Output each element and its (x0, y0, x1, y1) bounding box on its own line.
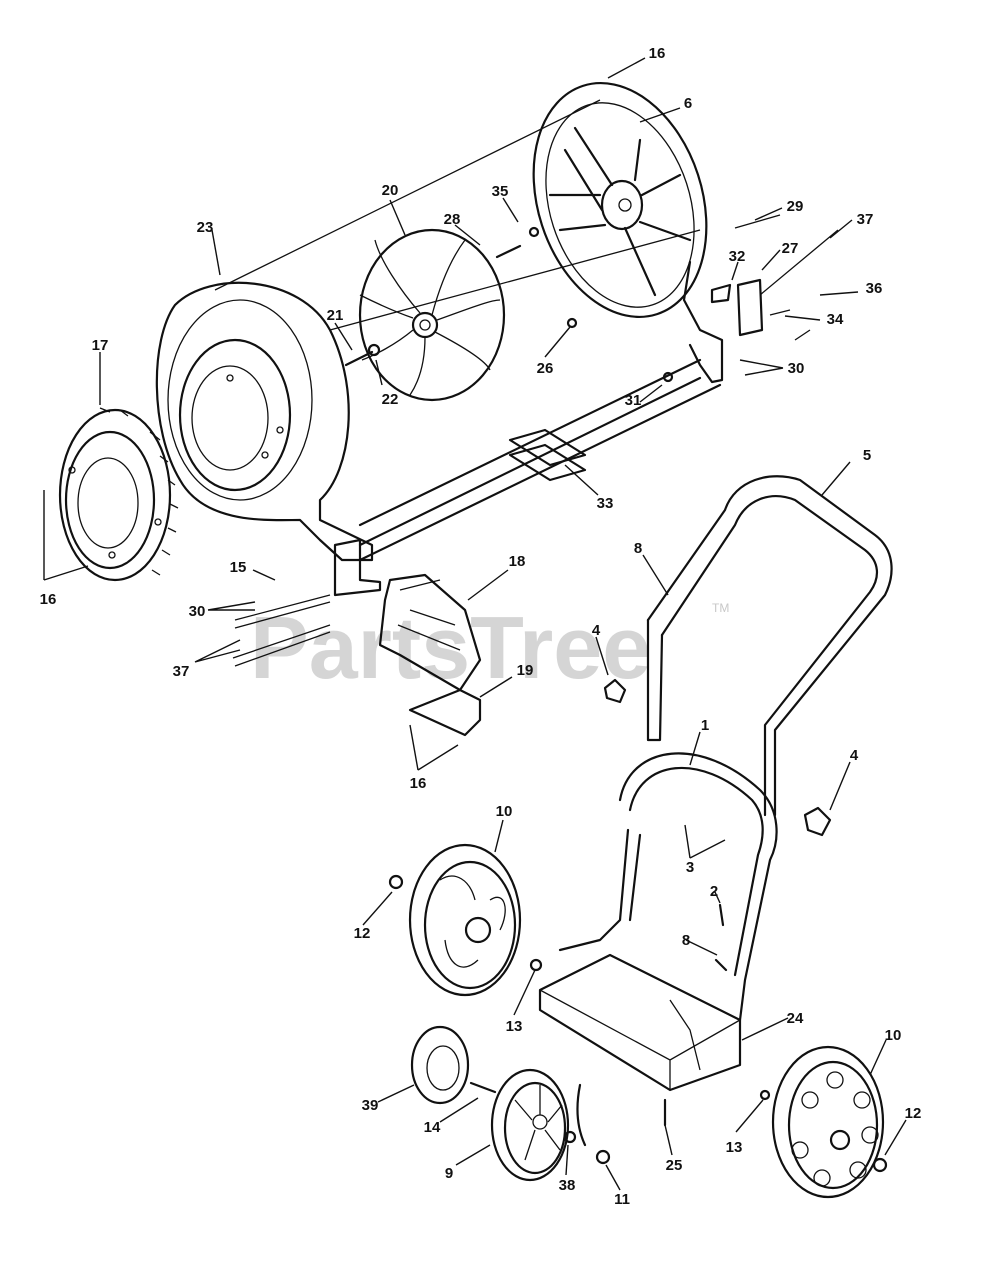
callout-31: 31 (625, 392, 642, 409)
callout-30-left: 30 (189, 603, 206, 620)
callout-12-right: 12 (905, 1105, 922, 1122)
callout-24: 24 (787, 1010, 804, 1027)
callout-14: 14 (424, 1119, 441, 1136)
callout-18: 18 (509, 553, 526, 570)
deflector-19 (408, 688, 482, 737)
wheel-10-left (408, 843, 522, 997)
callout-36: 36 (866, 280, 883, 297)
callout-22: 22 (382, 391, 399, 408)
callout-19: 19 (517, 662, 534, 679)
callout-35: 35 (492, 183, 509, 200)
callout-5: 5 (863, 447, 871, 464)
callout-10-left: 10 (496, 803, 513, 820)
callout-16-left: 16 (40, 591, 57, 608)
callout-4-right: 4 (850, 747, 859, 764)
watermark-trademark: TM (712, 601, 729, 615)
callout-13-left: 13 (506, 1018, 523, 1035)
callout-23: 23 (197, 219, 214, 236)
callout-16-bottom: 16 (410, 775, 427, 792)
bracket-27 (710, 229, 839, 337)
callout-29: 29 (787, 198, 804, 215)
callout-6: 6 (684, 95, 692, 112)
bracket-33 (508, 428, 587, 482)
callout-28: 28 (444, 211, 461, 228)
callout-15: 15 (230, 559, 247, 576)
callout-11: 11 (614, 1191, 630, 1208)
callout-30-right: 30 (788, 360, 805, 377)
wheel-9-front (490, 1068, 570, 1182)
callout-33: 33 (597, 495, 614, 512)
housing-23 (155, 99, 701, 562)
callout-4-left: 4 (592, 622, 601, 639)
discharge-chute-18 (378, 573, 482, 692)
callout-7: 8 (682, 932, 690, 949)
callout-13-right: 13 (726, 1139, 743, 1156)
callout-10-right: 10 (885, 1027, 902, 1044)
cover-17 (58, 407, 179, 582)
callout-37-right: 37 (857, 211, 874, 228)
callout-38: 38 (559, 1177, 576, 1194)
leader-lines (43, 57, 907, 1191)
callout-17: 17 (92, 337, 109, 354)
back-plate-6 (532, 81, 724, 384)
watermark-text: PartsTree (250, 598, 651, 697)
callout-labels: 16 6 20 35 28 23 29 37 32 27 36 34 30 31… (40, 45, 922, 1208)
lower-frame-1 (558, 752, 778, 1022)
callout-12-left: 12 (354, 925, 371, 942)
hubcap-39 (410, 1025, 470, 1105)
fan-impeller-20 (358, 228, 506, 402)
callout-3: 3 (686, 859, 694, 876)
callout-27: 27 (782, 240, 799, 257)
callout-1: 1 (701, 717, 709, 734)
callout-25: 25 (666, 1157, 683, 1174)
callout-16-top: 16 (649, 45, 666, 62)
callout-8: 8 (634, 540, 642, 557)
hardware-bits (232, 214, 888, 1173)
callout-20: 20 (382, 182, 399, 199)
upper-handle-5 (646, 475, 893, 817)
wheel-10-right (771, 1045, 885, 1199)
callout-37-left: 37 (173, 663, 190, 680)
callout-2: 2 (710, 883, 718, 900)
callout-26: 26 (537, 360, 554, 377)
deck-plate-24 (538, 953, 742, 1147)
callout-39: 39 (362, 1097, 379, 1114)
callout-21: 21 (327, 307, 344, 324)
callout-34: 34 (827, 311, 844, 328)
callout-9: 9 (445, 1165, 453, 1182)
callout-32: 32 (729, 248, 746, 265)
